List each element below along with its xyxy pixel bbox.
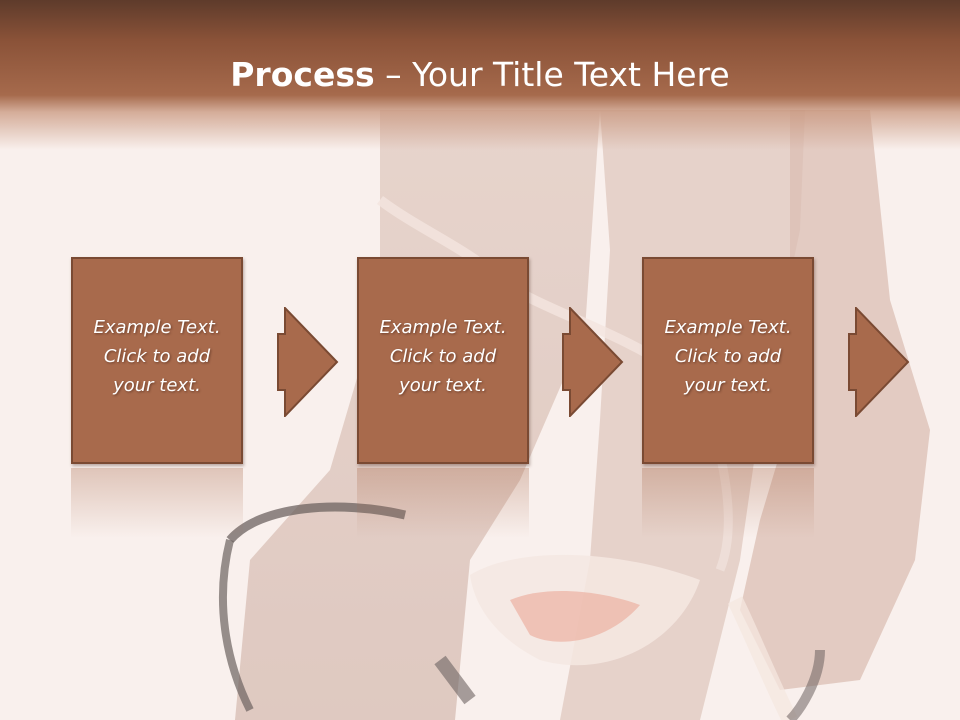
step-line: Click to add xyxy=(103,346,211,367)
right-arrow-icon xyxy=(562,307,624,417)
slide-title[interactable]: Process – Your Title Text Here xyxy=(0,52,960,98)
right-arrow-icon xyxy=(277,307,339,417)
right-arrow-icon xyxy=(848,307,910,417)
step-line: your text. xyxy=(113,375,201,396)
step-reflection xyxy=(357,468,529,538)
step-text: Example Text. Click to add your text. xyxy=(365,313,521,400)
step-line: your text. xyxy=(399,375,487,396)
step-reflection xyxy=(642,468,814,538)
title-separator: – xyxy=(374,55,413,94)
step-line: Click to add xyxy=(674,346,782,367)
process-step-3[interactable]: Example Text. Click to add your text. xyxy=(642,257,814,464)
step-line: Example Text. xyxy=(93,317,221,338)
process-step-2[interactable]: Example Text. Click to add your text. xyxy=(357,257,529,464)
step-reflection xyxy=(71,468,243,538)
process-step-1[interactable]: Example Text. Click to add your text. xyxy=(71,257,243,464)
title-strong: Process xyxy=(230,55,375,94)
step-line: Click to add xyxy=(389,346,497,367)
title-rest: Your Title Text Here xyxy=(412,55,730,94)
title-band xyxy=(0,0,960,150)
step-text: Example Text. Click to add your text. xyxy=(79,313,235,400)
step-line: Example Text. xyxy=(664,317,792,338)
step-line: your text. xyxy=(684,375,772,396)
step-line: Example Text. xyxy=(379,317,507,338)
step-text: Example Text. Click to add your text. xyxy=(650,313,806,400)
